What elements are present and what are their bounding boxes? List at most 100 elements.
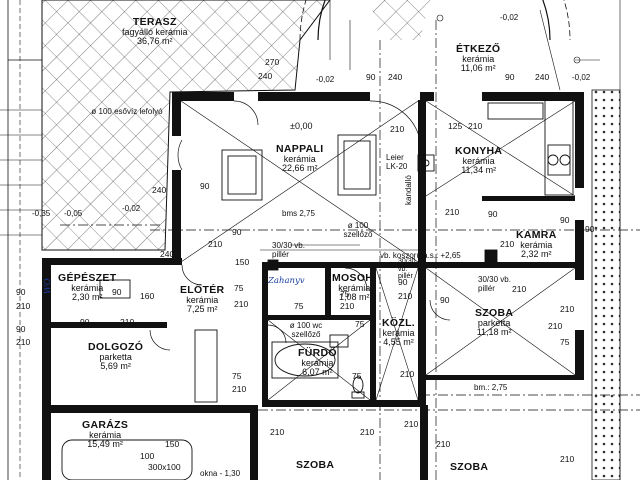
dim-label: 90 xyxy=(16,324,26,334)
dim-label: 75 xyxy=(352,371,362,381)
dim-label: 300x100 xyxy=(148,462,181,472)
room-name: GARÁZS xyxy=(82,419,129,431)
dim-label: 210 xyxy=(436,439,451,449)
room-material: fagyálló kerámia xyxy=(122,27,188,38)
room-material: kerámia xyxy=(283,154,316,165)
room-nappali: NAPPALI kerámia 22,66 m² xyxy=(276,143,324,174)
dim-label: 210 xyxy=(560,304,575,314)
level-note-4: -0,02 xyxy=(122,204,141,213)
room-name: MOSOH. xyxy=(332,272,377,284)
dim-label: 210 xyxy=(445,207,460,217)
room-area: 6,07 m² xyxy=(302,367,333,378)
dim-label: 210 xyxy=(512,284,527,294)
dim-label: 90 xyxy=(80,317,90,327)
dim-label: 210 xyxy=(400,369,415,379)
dim-label: 150 xyxy=(235,257,250,267)
level-note-2: -0,35 xyxy=(32,209,51,218)
room-szoba-2: SZOBA xyxy=(296,459,334,471)
bathtub xyxy=(274,343,336,377)
room-terasz: TERASZ fagyálló kerámia 36,76 m² xyxy=(122,16,188,47)
room-material: kerámia xyxy=(186,295,219,306)
dim-label: 210 xyxy=(560,454,575,464)
room-szoba-1: SZOBA parketta 11,18 m² xyxy=(475,307,514,338)
dim-label: 240 xyxy=(388,72,403,82)
room-garazs: GARÁZS kerámia 15,49 m² xyxy=(82,419,129,450)
vb-koszoru-note: vb. koszorú a.s.: +2,65 xyxy=(380,251,461,260)
room-etkezo: ÉTKEZŐ kerámia 11,06 m² xyxy=(456,43,501,74)
level-note-3: -0,05 xyxy=(64,209,83,218)
room-name: NAPPALI xyxy=(276,143,324,155)
dim-label: 150 xyxy=(165,439,180,449)
dim-label: 90 xyxy=(398,277,408,287)
dim-label: 100 xyxy=(140,451,155,461)
room-kozl: KÖZL. kerámia 4,55 m² xyxy=(382,317,415,348)
room-name: KONYHA xyxy=(455,145,503,157)
bms-nappali-note: bms 2,75 xyxy=(282,209,315,218)
dim-label: 90 xyxy=(585,224,595,234)
span-lines xyxy=(180,100,576,401)
dim-label: 240 xyxy=(258,71,273,81)
room-name: ELŐTÉR xyxy=(180,284,225,296)
room-szoba-3: SZOBA xyxy=(450,461,489,473)
dim-label: 210 xyxy=(234,299,249,309)
dim-label: 210 xyxy=(340,301,355,311)
dim-label: 75 xyxy=(294,301,304,311)
room-material: kerámia xyxy=(71,283,104,294)
dim-label: 90 xyxy=(200,181,210,191)
room-mosoh: MOSOH. kerámia 1,08 m² xyxy=(332,272,377,303)
room-area: 22,66 m² xyxy=(281,163,318,174)
dim-label: 210 xyxy=(390,124,405,134)
vb-piller-note-2: 30/30 vb. pillér xyxy=(478,275,511,293)
room-area: 11,06 m² xyxy=(460,63,496,74)
room-material: kerámia xyxy=(462,54,495,65)
room-material: parketta xyxy=(477,318,511,329)
dim-label: 210 xyxy=(468,121,483,131)
room-area: 2,32 m² xyxy=(521,249,552,260)
dim-label: 90 xyxy=(232,227,242,237)
dim-label: 90 xyxy=(366,72,376,82)
vb-piller-note-3: 30/30 vb. pillér xyxy=(398,258,416,281)
room-area: 11,34 m² xyxy=(461,165,497,176)
level-zero-note: ±0,00 xyxy=(290,121,313,131)
room-material: kerámia xyxy=(382,328,415,339)
room-name: SZOBA xyxy=(450,461,489,473)
room-kamra: KAMRA kerámia 2,32 m² xyxy=(516,229,557,260)
room-material: kerámia xyxy=(89,430,122,441)
dim-label: 90 xyxy=(488,209,498,219)
kitchen-counter xyxy=(544,99,574,196)
dim-label: 90 xyxy=(440,295,450,305)
dim-label: 270 xyxy=(265,57,280,67)
fireplace xyxy=(417,154,435,172)
dim-label: 240 xyxy=(535,72,550,82)
room-area: 7,25 m² xyxy=(186,304,218,315)
sofa-left xyxy=(221,149,263,201)
bms-right-note: bm.: 2,75 xyxy=(474,383,508,392)
room-area: 4,55 m² xyxy=(383,337,414,348)
dim-label: 75 xyxy=(232,371,242,381)
room-area: 11,18 m² xyxy=(476,327,512,338)
site-lines xyxy=(0,0,43,480)
room-name: KAMRA xyxy=(516,229,557,241)
room-name: SZOBA xyxy=(475,307,514,319)
szellozo-note-1: ø 100 szellőző xyxy=(343,221,373,239)
dim-label: 210 xyxy=(120,317,135,327)
room-area: 1,08 m² xyxy=(338,292,370,303)
room-name: DOLGOZÓ xyxy=(88,341,144,353)
dim-label: 75 xyxy=(355,319,365,329)
room-name: TERASZ xyxy=(132,16,177,28)
dim-label: 125 xyxy=(448,121,463,131)
room-name: GÉPÉSZET xyxy=(58,272,117,284)
dim-label: 75 xyxy=(560,337,570,347)
okna-note: okna - 1,30 xyxy=(200,469,241,478)
room-name: ÉTKEZŐ xyxy=(456,43,501,55)
room-material: parketta xyxy=(99,352,132,363)
dim-label: 210 xyxy=(16,301,31,311)
dim-label: 210 xyxy=(360,427,375,437)
dim-label: 210 xyxy=(548,321,563,331)
room-name: KÖZL. xyxy=(382,317,415,329)
room-area: 2,30 m² xyxy=(71,292,103,303)
room-furdo: FÜRDŐ kerámia 6,07 m² xyxy=(298,347,337,378)
dim-label: 160 xyxy=(140,291,155,301)
garage-car xyxy=(61,439,193,480)
dim-label: 240 xyxy=(160,249,175,259)
